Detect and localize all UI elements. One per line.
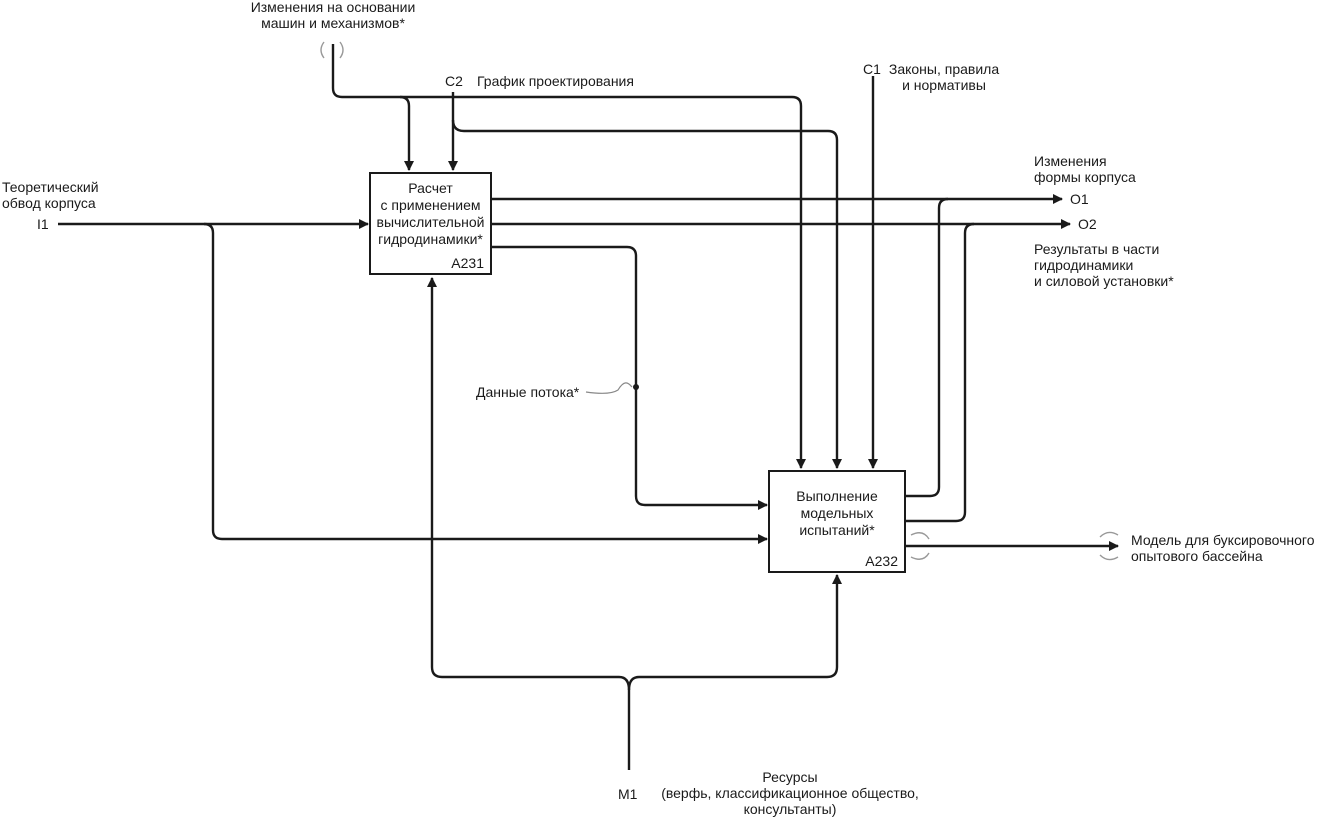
activity-box-A232[interactable]: Выполнение модельных испытаний* A232 xyxy=(768,470,906,573)
label-m1-code: M1 xyxy=(618,786,638,802)
label-flow-data: Данные потока* xyxy=(476,384,580,400)
label-towing-tank-line-2: опытового бассейна xyxy=(1131,548,1263,564)
activity-box-A231[interactable]: Расчет с применением вычислительной гидр… xyxy=(369,172,492,275)
label-m1-text: Ресурсы (верфь, классификационное общест… xyxy=(650,769,930,817)
activity-title-A232: Выполнение модельных испытаний* xyxy=(770,488,904,539)
A232-title-line-3: испытаний* xyxy=(799,522,875,538)
label-o2-code: O2 xyxy=(1078,216,1097,232)
activity-title-A231: Расчет с применением вычислительной гидр… xyxy=(371,180,490,248)
activity-number-A231: A231 xyxy=(451,255,484,271)
label-o1-text: Изменения формы корпуса xyxy=(1034,153,1136,185)
label-c1-text: Законы, правила и нормативы xyxy=(882,61,1006,93)
arrow-A232-to-o1[interactable] xyxy=(905,197,949,498)
A231-title-line-2: с применением xyxy=(380,197,481,213)
label-o1-line-1: Изменения xyxy=(1034,153,1107,169)
tunnel-bottom-arc-output xyxy=(1099,554,1119,561)
arrow-m1-to-A231[interactable] xyxy=(427,277,631,770)
A232-title-line-2: модельных xyxy=(800,505,874,521)
tunnel-top-arc-a232 xyxy=(910,532,930,540)
label-m1-line-3: консультанты) xyxy=(743,801,837,817)
label-i1-code: I1 xyxy=(37,216,49,232)
label-machine-changes-line-1: Изменения на основании xyxy=(250,0,416,15)
arrow-flow-data-A231-to-A232[interactable] xyxy=(491,245,768,510)
arrow-machine-changes-to-A231[interactable] xyxy=(331,44,414,171)
label-c1-line-1: Законы, правила xyxy=(888,61,1000,77)
label-m1-line-2: (верфь, классификационное общество, xyxy=(661,785,919,801)
label-c1-line-2: и нормативы xyxy=(902,77,986,93)
label-i1-line-1: Теоретический xyxy=(2,179,99,195)
A232-title-line-1: Выполнение xyxy=(796,488,878,504)
flow-data-squiggle xyxy=(585,382,633,394)
label-o2-line-3: и силовой установки* xyxy=(1034,273,1174,289)
arrow-i1-to-A232[interactable] xyxy=(203,222,768,544)
activity-number-A232: A232 xyxy=(865,553,898,569)
label-o1-code: O1 xyxy=(1070,191,1089,207)
label-o2-line-2: гидродинамики xyxy=(1034,257,1134,273)
label-i1-text: Теоретический обвод корпуса xyxy=(2,179,99,211)
label-c2-text: График проектирования xyxy=(477,73,634,89)
label-machine-changes: Изменения на основании машин и механизмо… xyxy=(228,0,438,31)
tunnel-right-paren xyxy=(339,41,344,59)
tunnel-bottom-arc-a232 xyxy=(910,552,930,560)
A231-title-line-4: гидродинамики* xyxy=(378,231,483,247)
label-towing-tank-line-1: Модель для буксировочного xyxy=(1131,532,1315,548)
label-machine-changes-line-2: машин и механизмов* xyxy=(261,15,405,31)
label-o2-line-1: Результаты в части xyxy=(1034,241,1160,257)
arrow-A232-to-o2[interactable] xyxy=(905,222,975,523)
label-i1-line-2: обвод корпуса xyxy=(2,195,96,211)
A231-title-line-1: Расчет xyxy=(408,180,453,196)
label-c1-code: C1 xyxy=(863,61,881,77)
tunnel-top-arc-output xyxy=(1099,531,1119,538)
label-c2-code: C2 xyxy=(445,73,463,89)
label-o1-line-2: формы корпуса xyxy=(1034,169,1136,185)
tunnel-left-paren xyxy=(320,41,325,59)
arrow-machine-changes-to-A232[interactable] xyxy=(400,95,806,469)
arrow-c2-to-A232[interactable] xyxy=(451,119,842,469)
A231-title-line-3: вычислительной xyxy=(376,214,485,230)
label-towing-tank-model: Модель для буксировочного опытового басс… xyxy=(1131,532,1315,564)
label-m1-line-1: Ресурсы xyxy=(762,769,818,785)
arrow-m1-to-A232[interactable] xyxy=(627,574,842,691)
flow-data-junction-dot xyxy=(633,384,639,390)
label-o2-text: Результаты в части гидродинамики и силов… xyxy=(1034,241,1174,289)
